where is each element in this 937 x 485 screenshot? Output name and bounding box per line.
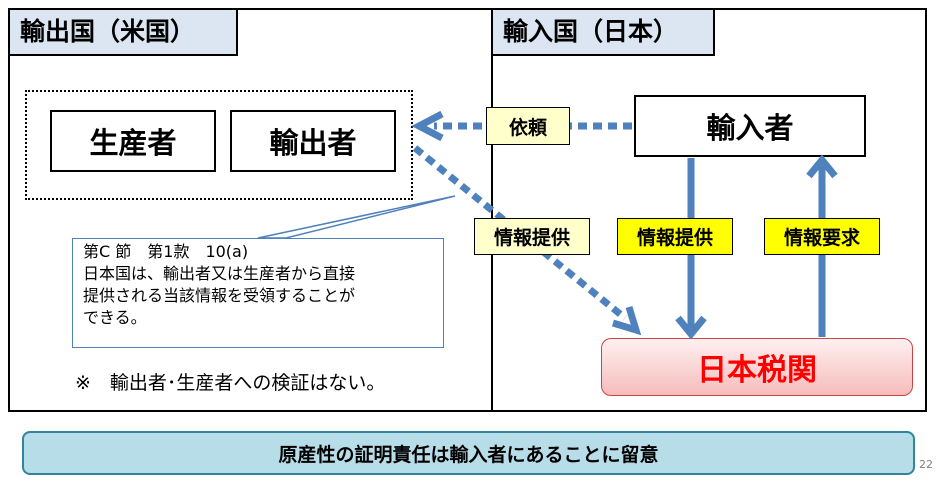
request-up-arrow-head — [806, 154, 838, 179]
info-provision-importer-label: 情報提供 — [617, 218, 733, 255]
request-label: 依頼 — [486, 107, 570, 145]
request-arrow-head — [411, 110, 444, 142]
diagram-frame — [8, 8, 927, 412]
export-country-title: 輸出国（米国） — [8, 8, 238, 56]
importer-box: 輸入者 — [634, 95, 866, 157]
provision-diagonal-arrow-head — [611, 305, 642, 336]
verification-note: ※ 輸出者･生産者への検証はない。 — [75, 372, 386, 394]
callout-pointer — [257, 195, 456, 239]
japan-customs-box: 日本税関 — [601, 338, 913, 396]
exporter-box: 輸出者 — [230, 110, 396, 172]
info-request-label: 情報要求 — [764, 218, 880, 255]
info-provision-exporter-label: 情報提供 — [474, 218, 590, 255]
page-number: 22 — [919, 458, 933, 471]
callout-line: 第C 節 第1款 10(a) — [83, 242, 249, 261]
exporter-producer-group — [25, 90, 413, 200]
callout-line: 日本国は、輸出者又は生産者から直接 — [83, 264, 356, 283]
callout-line: できる。 — [83, 308, 147, 327]
producer-box: 生産者 — [50, 110, 216, 172]
import-country-title: 輸入国（日本） — [491, 8, 715, 56]
callout-line: 提供される当該情報を受領することが — [83, 286, 356, 305]
legal-reference-callout: 第C 節 第1款 10(a) 日本国は、輸出者又は生産者から直接 提供される当該… — [72, 238, 444, 348]
burden-of-proof-banner: 原産性の証明責任は輸入者にあることに留意 — [22, 431, 915, 475]
provision-down-arrow-head — [675, 315, 707, 340]
